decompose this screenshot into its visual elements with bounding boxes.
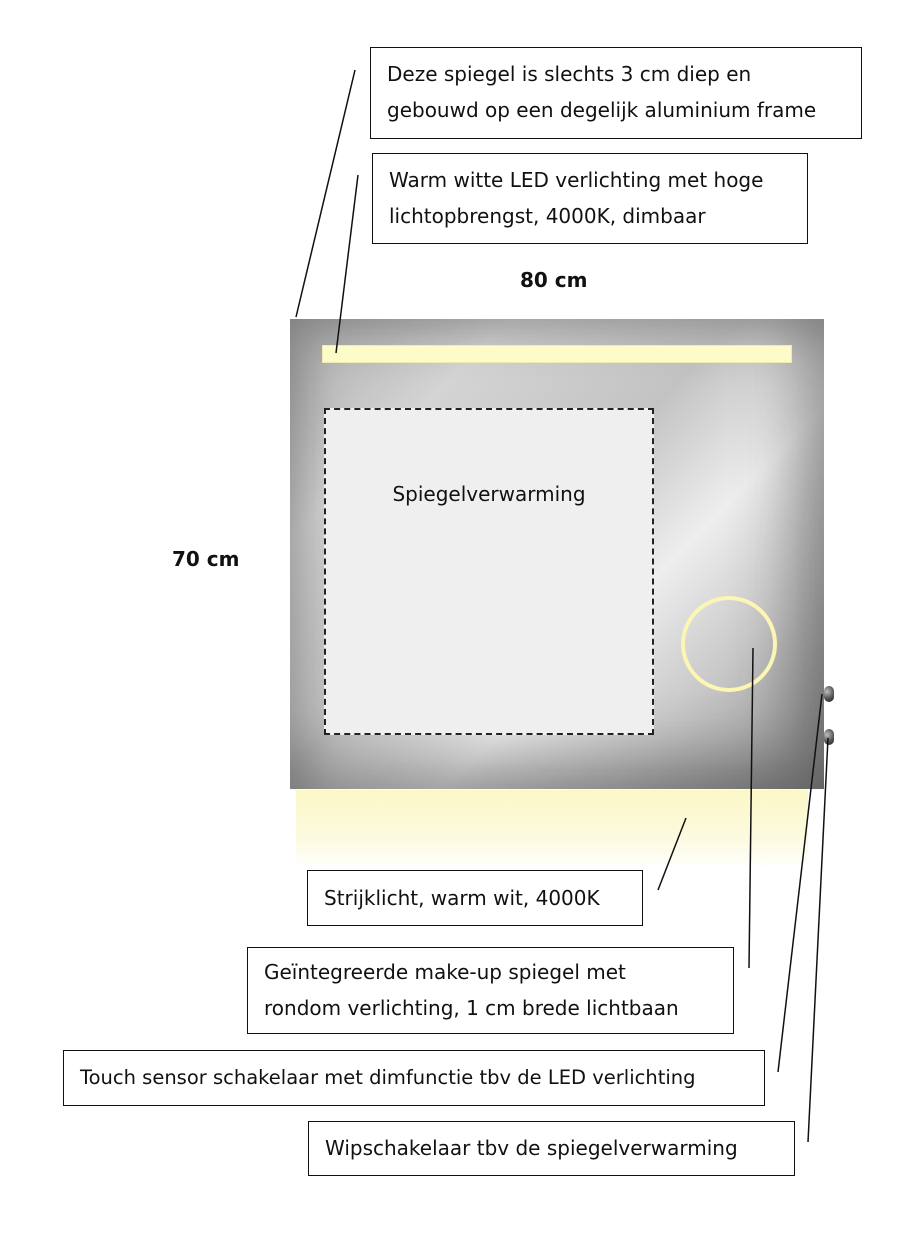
leader-switch <box>807 737 829 1143</box>
heater-zone: Spiegelverwarming <box>324 408 654 735</box>
callout-depth-line1: Deze spiegel is slechts 3 cm diep en <box>387 62 752 86</box>
callout-makeup-line1: Geïntegreerde make-up spiegel met <box>264 960 626 984</box>
top-led-strip <box>322 345 792 363</box>
leader-depth <box>295 69 356 318</box>
rocker-switch-knob[interactable] <box>824 729 834 745</box>
leader-touch <box>777 693 823 1073</box>
touch-sensor-knob[interactable] <box>824 686 834 702</box>
callout-ambient: Strijklicht, warm wit, 4000K <box>307 870 643 926</box>
callout-led-line1: Warm witte LED verlichting met hoge <box>389 168 764 192</box>
callout-led-line2: lichtopbrengst, 4000K, dimbaar <box>389 204 706 228</box>
callout-touch-sensor-text: Touch sensor schakelaar met dimfunctie t… <box>80 1066 696 1089</box>
width-dimension-label: 80 cm <box>520 268 588 292</box>
callout-depth: Deze spiegel is slechts 3 cm diep en geb… <box>370 47 862 139</box>
callout-rocker-switch: Wipschakelaar tbv de spiegelverwarming <box>308 1121 795 1176</box>
callout-touch-sensor: Touch sensor schakelaar met dimfunctie t… <box>63 1050 765 1106</box>
callout-makeup-line2: rondom verlichting, 1 cm brede lichtbaan <box>264 996 679 1020</box>
leader-led <box>335 174 359 354</box>
callout-ambient-text: Strijklicht, warm wit, 4000K <box>324 886 600 910</box>
ambient-light-glow <box>296 790 808 870</box>
callout-led: Warm witte LED verlichting met hoge lich… <box>372 153 808 244</box>
height-dimension-label: 70 cm <box>172 547 240 571</box>
callout-makeup: Geïntegreerde make-up spiegel met rondom… <box>247 947 734 1034</box>
leader-makeup <box>748 647 754 969</box>
makeup-mirror-ring <box>681 596 777 692</box>
heater-zone-label: Spiegelverwarming <box>392 482 586 506</box>
leader-ambient <box>657 817 687 891</box>
callout-rocker-switch-text: Wipschakelaar tbv de spiegelverwarming <box>325 1136 738 1160</box>
callout-depth-line2: gebouwd op een degelijk aluminium frame <box>387 98 817 122</box>
